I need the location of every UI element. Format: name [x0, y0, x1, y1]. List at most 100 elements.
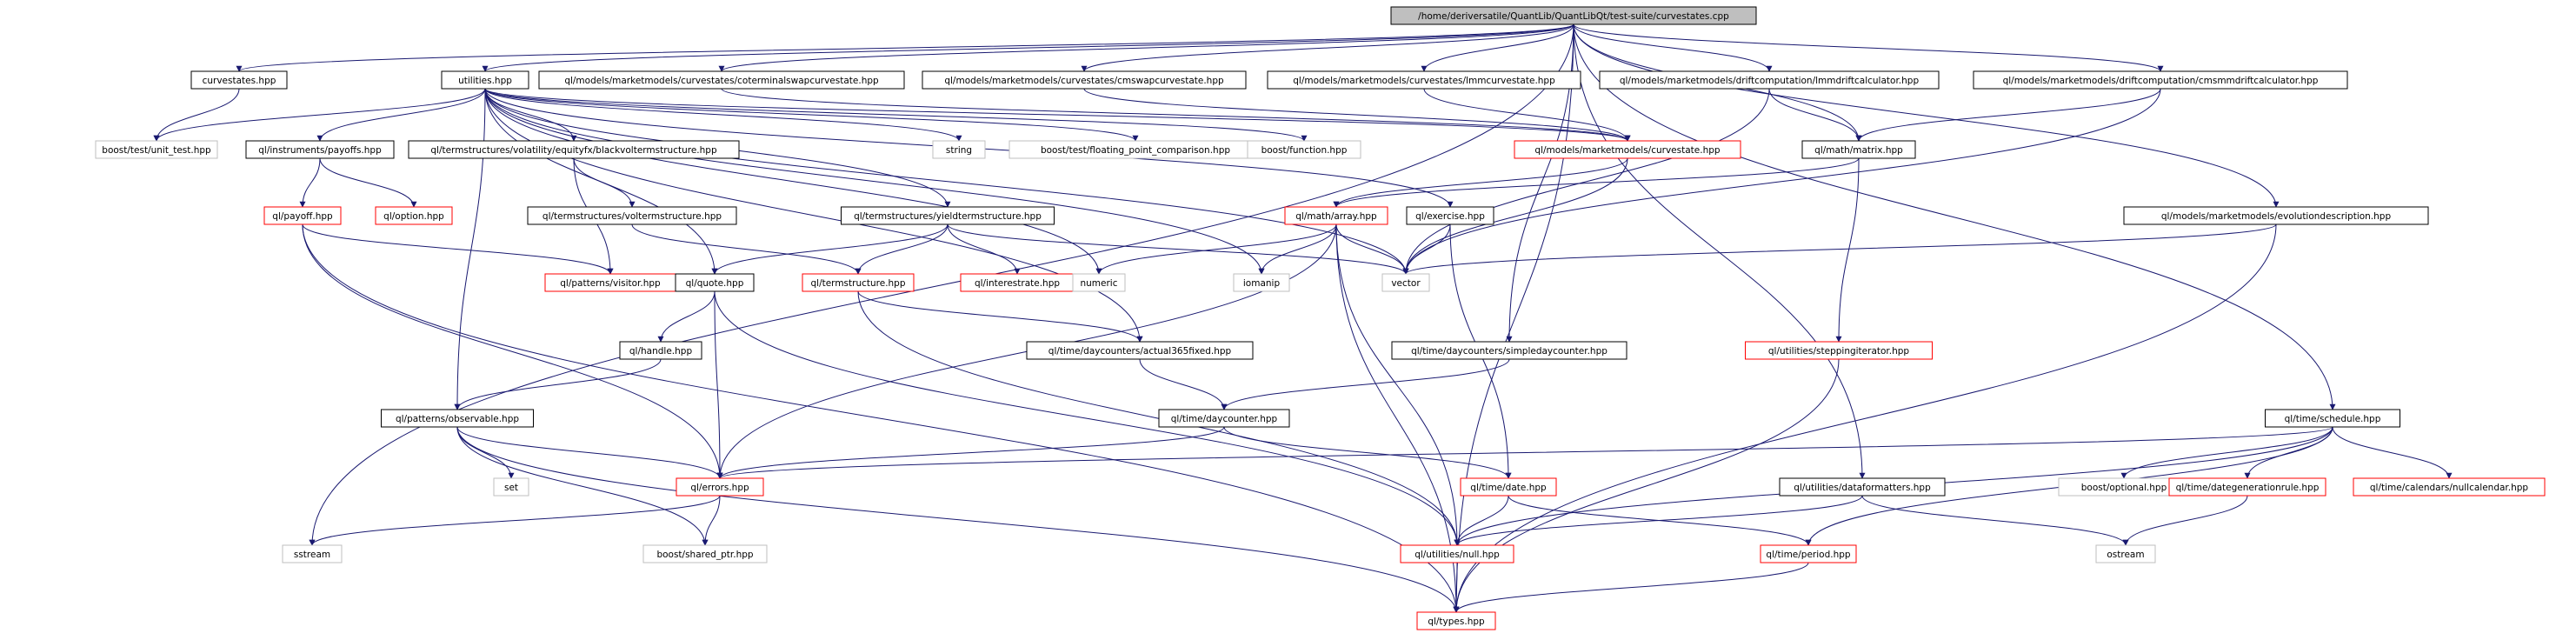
node-box [642, 544, 768, 563]
node-dategenrule[interactable]: ql/time/dategenerationrule.hpp [2168, 477, 2326, 497]
node-daycounter[interactable]: ql/time/daycounter.hpp [1158, 409, 1290, 428]
edge-errors-to-sharedptr [702, 495, 721, 546]
node-vector[interactable]: vector [1381, 273, 1430, 292]
node-sstream[interactable]: sstream [282, 544, 343, 563]
edge-stepiter-to-types [1453, 358, 1840, 613]
node-dataformatters[interactable]: ql/utilities/dataformatters.hpp [1779, 477, 1946, 497]
node-actual365[interactable]: ql/time/daycounters/actual365fixed.hpp [1026, 341, 1254, 360]
node-stepiter[interactable]: ql/utilities/steppingiterator.hpp [1745, 341, 1933, 360]
node-evoldesc[interactable]: ql/models/marketmodels/evolutiondescript… [2123, 206, 2429, 225]
node-curvestates-hpp[interactable]: curvestates.hpp [190, 70, 288, 90]
node-termstructure[interactable]: ql/termstructure.hpp [802, 273, 915, 292]
node-schedule[interactable]: ql/time/schedule.hpp [2265, 409, 2400, 428]
nodes-layer: /home/deriversatile/QuantLib/QuantLibQt/… [95, 6, 2546, 630]
edge-curvestate-to-array [1333, 157, 1628, 208]
node-ostream[interactable]: ostream [2095, 544, 2156, 563]
node-box [441, 70, 529, 90]
node-simpledc[interactable]: ql/time/daycounters/simpledaycounter.hpp [1391, 341, 1627, 360]
node-box [1973, 70, 2348, 90]
edge-root-to-utilities_hpp [482, 23, 1574, 72]
node-cmsmmdrift[interactable]: ql/models/marketmodels/driftcomputation/… [1973, 70, 2348, 90]
node-label: ql/utilities/steppingiterator.hpp [1768, 346, 1910, 357]
edge-array-to-numeric [1095, 223, 1337, 275]
edge-yieldts-to-interestrate [947, 223, 1021, 275]
node-coterminal[interactable]: ql/models/marketmodels/curvestates/coter… [538, 70, 905, 90]
edge-exercise-to-vector [1402, 223, 1451, 275]
node-box [527, 206, 737, 225]
node-null[interactable]: ql/utilities/null.hpp [1400, 544, 1514, 563]
node-label: ql/time/date.hpp [1470, 483, 1547, 493]
node-root[interactable]: /home/deriversatile/QuantLib/QuantLibQt/… [1390, 6, 1757, 25]
node-box [1233, 273, 1290, 292]
node-period[interactable]: ql/time/period.hpp [1760, 544, 1857, 563]
node-label: ql/instruments/payoffs.hpp [258, 145, 382, 156]
node-label: boost/function.hpp [1261, 145, 1348, 156]
node-lmmdrift[interactable]: ql/models/marketmodels/driftcomputation/… [1599, 70, 1940, 90]
edge-schedule-to-dategenrule [2244, 426, 2333, 479]
node-sharedptr[interactable]: boost/shared_ptr.hpp [642, 544, 768, 563]
node-box [1400, 544, 1514, 563]
edge-dataformatters-to-null [1454, 495, 1863, 546]
node-visitor[interactable]: ql/patterns/visitor.hpp [544, 273, 676, 292]
node-label: ql/time/period.hpp [1766, 550, 1850, 560]
node-label: numeric [1080, 278, 1117, 289]
node-observable[interactable]: ql/patterns/observable.hpp [381, 409, 534, 428]
node-set[interactable]: set [493, 477, 529, 497]
node-matrix[interactable]: ql/math/matrix.hpp [1801, 140, 1916, 159]
node-box [1381, 273, 1430, 292]
node-handle[interactable]: ql/handle.hpp [619, 341, 702, 360]
node-label: ql/termstructure.hpp [810, 278, 905, 289]
node-box [802, 273, 915, 292]
node-curvestate[interactable]: ql/models/marketmodels/curvestate.hpp [1514, 140, 1741, 159]
node-iomanip[interactable]: iomanip [1233, 273, 1290, 292]
node-option[interactable]: ql/option.hpp [375, 206, 453, 225]
edge-dataformatters-to-ostream [1861, 495, 2129, 546]
edge-daycounter-to-errors [716, 426, 1225, 479]
edge-utilities_hpp-to-curvestate [484, 88, 1631, 142]
node-box [190, 70, 288, 90]
edge-blackvol-to-voltermstructure [573, 157, 636, 208]
node-payoffs-hpp[interactable]: ql/instruments/payoffs.hpp [245, 140, 395, 159]
node-box [1416, 611, 1496, 630]
node-label: ql/models/marketmodels/curvestate.hpp [1534, 145, 1720, 156]
edge-termstructure-to-actual365 [857, 290, 1143, 343]
node-string[interactable]: string [932, 140, 986, 159]
node-label: sstream [294, 550, 330, 560]
node-array[interactable]: ql/math/array.hpp [1284, 206, 1388, 225]
edge-utilities_hpp-to-bfunction [484, 88, 1308, 142]
node-lmmcurve[interactable]: ql/models/marketmodels/curvestates/lmmcu… [1267, 70, 1581, 90]
edge-yieldts-to-termstructure [855, 223, 949, 275]
node-label: ql/models/marketmodels/curvestates/coter… [564, 76, 879, 86]
node-types[interactable]: ql/types.hpp [1416, 611, 1496, 630]
node-utilities-hpp[interactable]: utilities.hpp [441, 70, 529, 90]
node-blackvol[interactable]: ql/termstructures/volatility/equityfx/bl… [408, 140, 740, 159]
edge-cmsmmdrift-to-matrix [1855, 88, 2161, 142]
node-cmswap[interactable]: ql/models/marketmodels/curvestates/cmswa… [922, 70, 1247, 90]
node-numeric[interactable]: numeric [1072, 273, 1126, 292]
edge-lmmdrift-to-matrix [1768, 88, 1862, 142]
edge-quote-to-handle [657, 290, 716, 343]
node-date[interactable]: ql/time/date.hpp [1460, 477, 1557, 497]
node-label: ql/math/matrix.hpp [1814, 145, 1903, 156]
node-exercise[interactable]: ql/exercise.hpp [1406, 206, 1494, 225]
node-bfunction[interactable]: boost/function.hpp [1247, 140, 1361, 159]
node-fpcompare[interactable]: boost/test/floating_point_comparison.hpp [1008, 140, 1262, 159]
edge-root-to-curvestates_hpp [236, 23, 1574, 72]
edge-root-to-cmswap [1081, 23, 1574, 72]
node-label: ql/termstructures/volatility/equityfx/bl… [430, 145, 717, 156]
edge-cmsmmdrift-to-vector [1402, 88, 2161, 275]
node-errors[interactable]: ql/errors.hpp [676, 477, 764, 497]
node-nullcalendar[interactable]: ql/time/calendars/nullcalendar.hpp [2353, 477, 2546, 497]
node-box [263, 206, 342, 225]
edge-root-to-evoldesc [1573, 23, 2280, 208]
node-payoff[interactable]: ql/payoff.hpp [263, 206, 342, 225]
node-quote[interactable]: ql/quote.hpp [675, 273, 755, 292]
node-interestrate[interactable]: ql/interestrate.hpp [960, 273, 1075, 292]
edge-payoffs_hpp-to-option [319, 157, 417, 208]
node-label: ql/utilities/dataformatters.hpp [1794, 483, 1931, 493]
node-yieldts[interactable]: ql/termstructures/yieldtermstructure.hpp [841, 206, 1055, 225]
node-box [2095, 544, 2156, 563]
node-box [1247, 140, 1361, 159]
node-voltermstructure[interactable]: ql/termstructures/voltermstructure.hpp [527, 206, 737, 225]
node-unit-test[interactable]: boost/test/unit_test.hpp [95, 140, 218, 159]
